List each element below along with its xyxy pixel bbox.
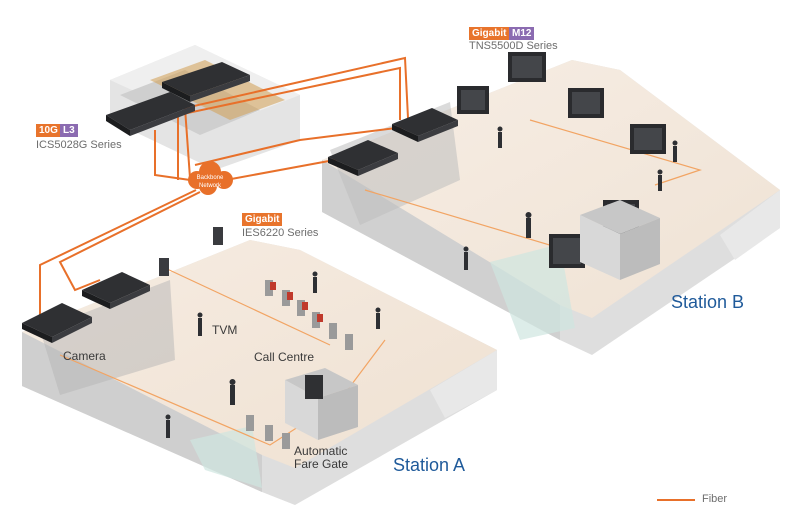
cloud-label-line1: Backbone	[197, 175, 224, 181]
passenger	[165, 414, 171, 420]
badge-gigabit-ies: Gigabit	[242, 213, 283, 226]
ies-switch	[213, 227, 223, 245]
fiber-links	[39, 56, 703, 446]
ics-series-label: ICS5028G Series	[36, 139, 122, 151]
tns-series-label: TNS5500D Series	[469, 40, 558, 52]
badge-gigabit-tns: Gigabit	[469, 27, 510, 40]
passengers	[165, 126, 678, 438]
tns-switch	[549, 234, 585, 268]
call-centre-kiosk	[285, 368, 358, 440]
legend-fiber-label: Fiber	[702, 493, 728, 505]
passenger	[657, 169, 663, 175]
tns-switch	[508, 52, 546, 82]
passenger	[525, 212, 532, 218]
cloud-label-line2: Network	[199, 183, 222, 189]
passenger	[166, 420, 170, 438]
station-a-switch	[82, 272, 150, 309]
passenger	[313, 277, 317, 293]
fiber-link	[164, 267, 331, 346]
badge-m12: M12	[509, 27, 535, 40]
passenger	[463, 246, 469, 252]
fiber-link	[39, 189, 197, 320]
passenger	[312, 271, 318, 277]
passenger	[464, 252, 468, 270]
tns-switch	[568, 88, 604, 118]
core-switch-ics	[162, 62, 250, 102]
fiber-link	[183, 56, 409, 179]
fiber-link	[177, 66, 401, 180]
station-b-switch	[328, 140, 398, 176]
passenger	[229, 379, 236, 385]
badge-10g: 10G	[36, 124, 61, 137]
passenger	[526, 218, 531, 238]
fiber-link	[194, 124, 421, 166]
tns-switch	[630, 124, 666, 154]
passenger	[376, 313, 380, 329]
passenger	[198, 318, 202, 336]
station-b-kiosk	[580, 200, 660, 280]
station-a-platform	[22, 240, 497, 505]
passenger	[375, 307, 381, 313]
fare-gate-label-line1: Automatic	[294, 444, 348, 458]
station-a-switch	[22, 303, 92, 343]
badge-l3: L3	[60, 124, 78, 137]
ies-switch	[159, 258, 169, 276]
core-switch-ics	[106, 92, 195, 136]
fare-gate-label-line2: Fare Gate	[294, 457, 349, 471]
legend-fiber-line	[657, 499, 695, 501]
tvm-label: TVM	[212, 323, 238, 337]
tns-switch	[457, 86, 489, 114]
passenger	[672, 140, 678, 146]
station-b-switch	[392, 108, 458, 142]
camera-label: Camera	[63, 349, 106, 363]
fare-gates-station-a	[246, 280, 353, 449]
ies-series-label: IES6220 Series	[242, 227, 319, 239]
fiber-link	[58, 191, 201, 292]
station-b-title: Station B	[671, 292, 745, 312]
passenger	[673, 146, 677, 162]
passenger	[497, 126, 503, 132]
call-centre-label: Call Centre	[254, 350, 315, 364]
passenger	[498, 132, 502, 148]
passenger	[658, 175, 662, 191]
backbone-cloud: Backbone Network	[188, 161, 233, 195]
passenger	[230, 385, 235, 405]
fiber-link	[529, 119, 703, 186]
passenger	[197, 312, 203, 318]
station-a-title: Station A	[393, 455, 466, 475]
